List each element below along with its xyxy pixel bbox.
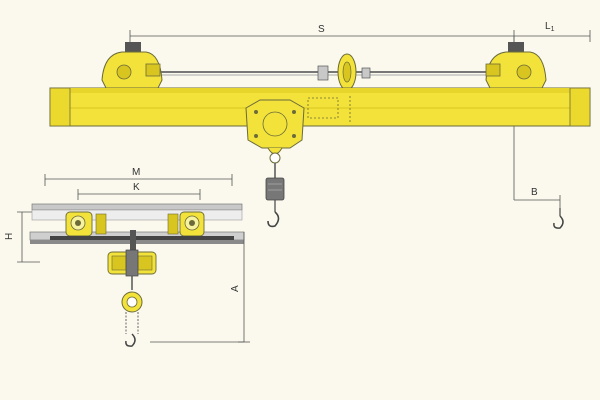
front-hook-block: [265, 163, 285, 228]
dimension-k: [77, 189, 201, 200]
label-h: H: [4, 233, 15, 240]
label-a: A: [230, 285, 241, 292]
side-truck-left: [65, 211, 107, 237]
dimension-b: [514, 195, 561, 210]
hoist-trolley: [245, 99, 305, 164]
drive-motor: [337, 53, 357, 91]
side-truck-right: [167, 211, 205, 237]
cross-shaft: [150, 65, 495, 81]
side-hook-block: [121, 276, 143, 347]
right-end-carriage: [485, 42, 547, 93]
label-s: S: [318, 24, 325, 35]
dimension-m: [44, 174, 233, 186]
dimension-a: [150, 232, 250, 343]
label-m: M: [132, 167, 140, 178]
main-girder: [49, 87, 591, 127]
label-k: K: [133, 182, 140, 193]
left-end-carriage: [101, 42, 163, 93]
side-hoist-trolley: [107, 249, 157, 277]
right-hook-icon: [553, 208, 564, 229]
dimension-s-l1: [129, 30, 591, 42]
label-b: B: [531, 187, 538, 198]
side-beam: [50, 230, 234, 252]
label-l1: L1: [545, 21, 555, 33]
